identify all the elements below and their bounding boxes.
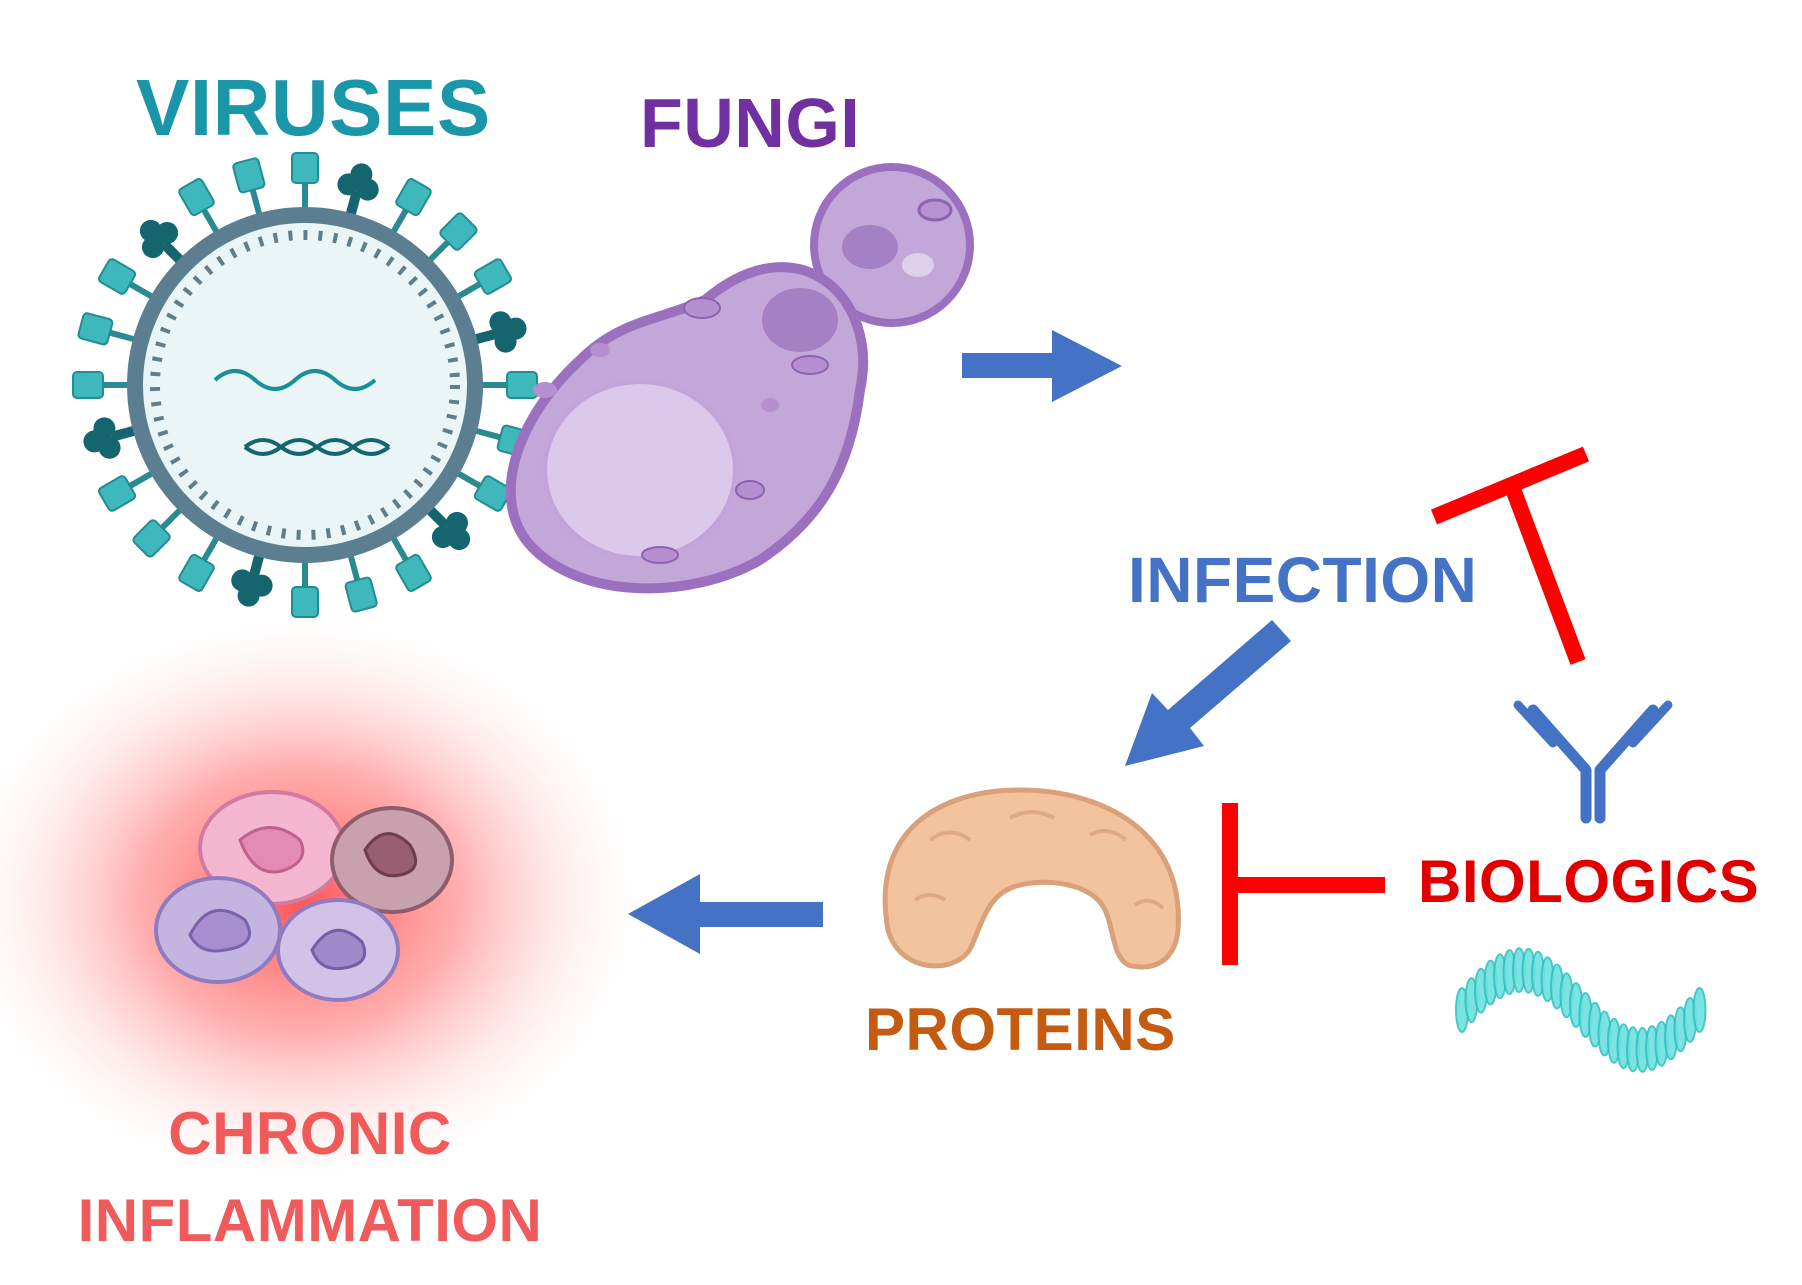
arrow-to-infection xyxy=(962,330,1122,402)
arrow-infection-to-proteins xyxy=(1125,620,1291,766)
inhibit-biologics-proteins xyxy=(1222,803,1385,965)
peptide-chain-icon xyxy=(1455,947,1707,1073)
label-infection: INFECTION xyxy=(1128,544,1478,616)
virus-icon xyxy=(72,152,538,618)
label-inflammation: INFLAMMATION xyxy=(77,1187,543,1254)
arrow-proteins-to-inflammation xyxy=(628,874,823,954)
label-fungi: FUNGI xyxy=(640,84,861,162)
antibody-icon xyxy=(1513,700,1673,824)
label-proteins: PROTEINS xyxy=(865,996,1176,1063)
yeast-cell-icon xyxy=(505,163,974,594)
inhibit-biologics-infection xyxy=(1430,446,1590,665)
protein-icon xyxy=(882,787,1181,970)
label-biologics: BIOLOGICS xyxy=(1418,848,1760,915)
immune-cells-icon xyxy=(0,600,660,1200)
label-viruses: VIRUSES xyxy=(136,63,491,152)
label-chronic: CHRONIC xyxy=(168,1100,452,1167)
label-chronic-inflammation: CHRONIC INFLAMMATION xyxy=(30,1090,590,1264)
